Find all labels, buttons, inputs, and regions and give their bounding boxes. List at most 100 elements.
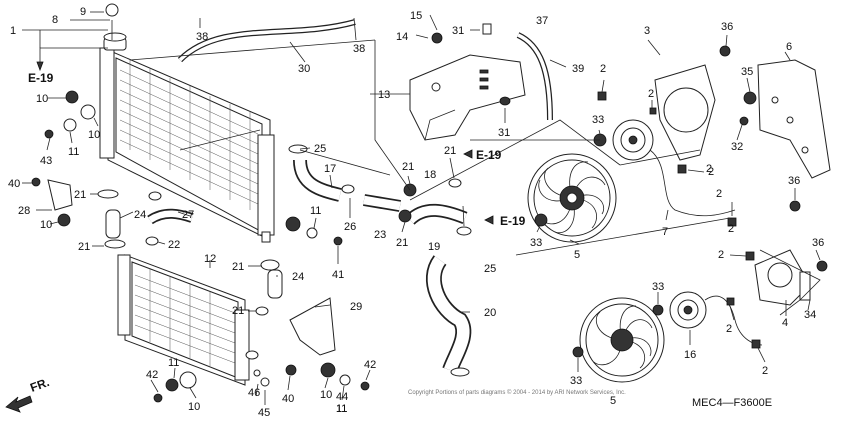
callout-21: 21 — [232, 261, 244, 273]
callout-28: 28 — [18, 205, 30, 217]
callout-21: 21 — [232, 305, 244, 317]
callout-11-lower: 11 — [336, 403, 347, 415]
callout-2: 2 — [726, 323, 732, 335]
callout-2: 2 — [708, 166, 714, 178]
callout-33: 33 — [652, 281, 664, 293]
lower-fan-bracket — [754, 200, 828, 306]
callout-2: 2 — [648, 88, 654, 100]
callout-37: 37 — [536, 15, 548, 27]
callout-32: 32 — [731, 141, 743, 153]
shroud-plate — [743, 59, 831, 179]
callout-13: 13 — [378, 89, 390, 101]
lower-radiator — [117, 254, 259, 386]
reference-arrow-icon — [463, 149, 473, 159]
callout-5: 5 — [610, 395, 616, 407]
callout-41: 41 — [332, 269, 344, 281]
reference-arrow-icon — [484, 215, 494, 225]
callout-9: 9 — [80, 6, 86, 18]
callout-21: 21 — [444, 145, 456, 157]
callout-45: 45 — [258, 407, 270, 419]
upper-radiator — [99, 32, 275, 243]
callout-numbers: 1 8 9 38 30 38 15 37 14 31 13 31 39 3 36… — [8, 6, 824, 419]
lower-fan-assembly — [579, 291, 763, 383]
callout-8: 8 — [52, 14, 58, 26]
callout-33: 33 — [570, 375, 582, 387]
callout-4: 4 — [782, 317, 788, 329]
callout-2: 2 — [600, 63, 606, 75]
callout-11: 11 — [168, 357, 179, 369]
callout-2: 2 — [728, 223, 734, 235]
callout-14: 14 — [396, 31, 408, 43]
callout-38: 38 — [353, 43, 365, 55]
callout-10: 10 — [88, 129, 100, 141]
callout-36: 36 — [788, 175, 800, 187]
callout-23: 23 — [374, 229, 386, 241]
callout-18: 18 — [424, 169, 436, 181]
reference-e19-lower: E-19 — [500, 214, 526, 228]
callout-2: 2 — [762, 365, 768, 377]
front-direction-indicator: FR. — [5, 375, 51, 413]
callout-22: 22 — [168, 239, 180, 251]
callout-36: 36 — [812, 237, 824, 249]
callout-24: 24 — [134, 209, 146, 221]
front-arrow-icon — [5, 395, 33, 413]
callout-21: 21 — [74, 189, 86, 201]
callout-16: 16 — [684, 349, 696, 361]
callout-40: 40 — [8, 178, 20, 190]
callout-5: 5 — [574, 249, 580, 261]
leader-lines — [22, 11, 821, 405]
callout-25: 25 — [314, 143, 326, 155]
callout-31: 31 — [498, 127, 510, 139]
callout-44: 44 — [336, 391, 348, 403]
upper-fan-assembly — [527, 119, 736, 243]
callout-42: 42 — [364, 359, 376, 371]
callout-26: 26 — [344, 221, 356, 233]
callout-2: 2 — [716, 188, 722, 200]
callout-10: 10 — [40, 219, 52, 231]
callout-31: 31 — [452, 25, 464, 37]
callout-33: 33 — [530, 237, 542, 249]
callout-20: 20 — [484, 307, 496, 319]
callout-2: 2 — [718, 249, 724, 261]
copyright-notice: Copyright Portions of parts diagrams © 2… — [408, 389, 626, 396]
callout-39: 39 — [572, 63, 584, 75]
callout-10: 10 — [188, 401, 200, 413]
callout-11: 11 — [68, 146, 79, 158]
reference-e19-upper: E-19 — [476, 148, 502, 162]
callout-30: 30 — [298, 63, 310, 75]
callout-10: 10 — [320, 389, 332, 401]
callout-19: 19 — [428, 241, 440, 253]
callout-36: 36 — [721, 21, 733, 33]
reserve-tank — [409, 23, 526, 141]
callout-17: 17 — [324, 163, 336, 175]
callout-7: 7 — [662, 226, 668, 238]
callout-2-wire: 2 — [706, 163, 712, 175]
callout-12: 12 — [204, 253, 216, 265]
callout-35: 35 — [741, 66, 753, 78]
callout-33: 33 — [592, 114, 604, 126]
callout-40: 40 — [282, 393, 294, 405]
diagram-code: MEC4—F3600E — [692, 397, 772, 409]
front-label: FR. — [28, 375, 51, 395]
reference-arrow-icon — [36, 61, 44, 72]
callout-11: 11 — [336, 403, 347, 415]
callout-11: 11 — [310, 205, 321, 217]
callout-6: 6 — [786, 41, 792, 53]
callout-21: 21 — [396, 237, 408, 249]
hoses — [105, 19, 553, 373]
callout-21: 21 — [402, 161, 414, 173]
callout-38: 38 — [196, 31, 208, 43]
callout-3: 3 — [644, 25, 650, 37]
upper-fan-bracket — [654, 45, 731, 161]
callout-29: 29 — [350, 301, 362, 313]
callout-24: 24 — [292, 271, 304, 283]
callout-27: 27 — [182, 209, 194, 221]
callout-15: 15 — [410, 10, 422, 22]
callout-43: 43 — [40, 155, 52, 167]
callout-34: 34 — [804, 309, 816, 321]
callout-42: 42 — [146, 369, 158, 381]
callout-10: 10 — [36, 93, 48, 105]
callout-25: 25 — [484, 263, 496, 275]
callout-46: 46 — [248, 387, 260, 399]
